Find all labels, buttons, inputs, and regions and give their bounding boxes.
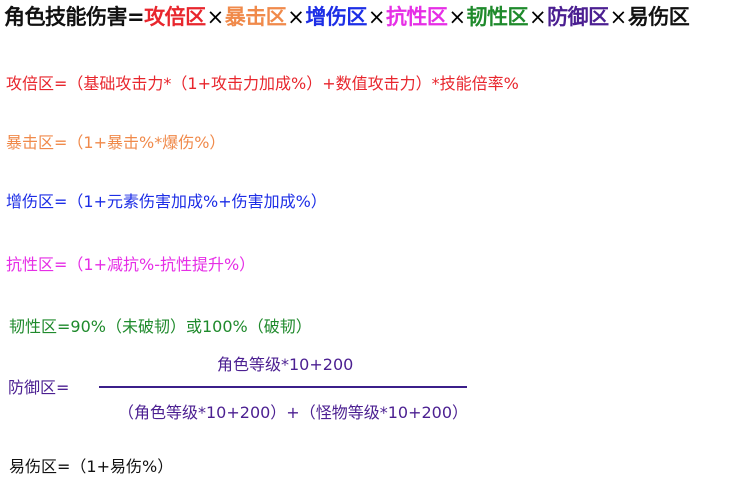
damage-bonus-formula: 增伤区=（1+元素伤害加成%+伤害加成%） <box>6 192 327 211</box>
defense-label: 防御区= <box>8 378 70 397</box>
toughness-formula: 韧性区=90%（未破韧）或100%（破韧） <box>9 317 312 336</box>
multiply-sign: × <box>529 5 547 29</box>
multiply-sign: × <box>609 5 628 29</box>
damage-formula-title: 角色技能伤害=攻倍区×暴击区×增伤区×抗性区×韧性区×防御区×易伤区 <box>4 4 690 30</box>
title-term-toughness: 韧性区 <box>466 5 529 29</box>
attack-multiplier-formula: 攻倍区=（基础攻击力*（1+攻击力加成%）+数值攻击力）*技能倍率% <box>6 74 519 93</box>
crit-formula: 暴击区=（1+暴击%*爆伤%） <box>6 133 226 152</box>
title-term-attack: 攻倍区 <box>144 5 206 29</box>
defense-denominator: （角色等级*10+200）+（怪物等级*10+200） <box>118 403 469 422</box>
title-prefix: 角色技能伤害= <box>4 5 145 29</box>
title-term-crit: 暴击区 <box>224 5 287 29</box>
vulnerability-formula: 易伤区=（1+易伤%） <box>9 457 174 476</box>
multiply-sign: × <box>367 5 386 29</box>
fraction-bar <box>99 386 467 388</box>
title-term-dmg-bonus: 增伤区 <box>305 5 367 29</box>
defense-numerator: 角色等级*10+200 <box>217 355 354 374</box>
multiply-sign: × <box>206 5 225 29</box>
multiply-sign: × <box>287 5 305 29</box>
title-term-vulnerability: 易伤区 <box>627 5 690 29</box>
title-term-defense: 防御区 <box>547 5 609 29</box>
title-term-resist: 抗性区 <box>385 5 448 29</box>
resistance-formula: 抗性区=（1+减抗%-抗性提升%） <box>6 255 256 274</box>
multiply-sign: × <box>448 5 466 29</box>
